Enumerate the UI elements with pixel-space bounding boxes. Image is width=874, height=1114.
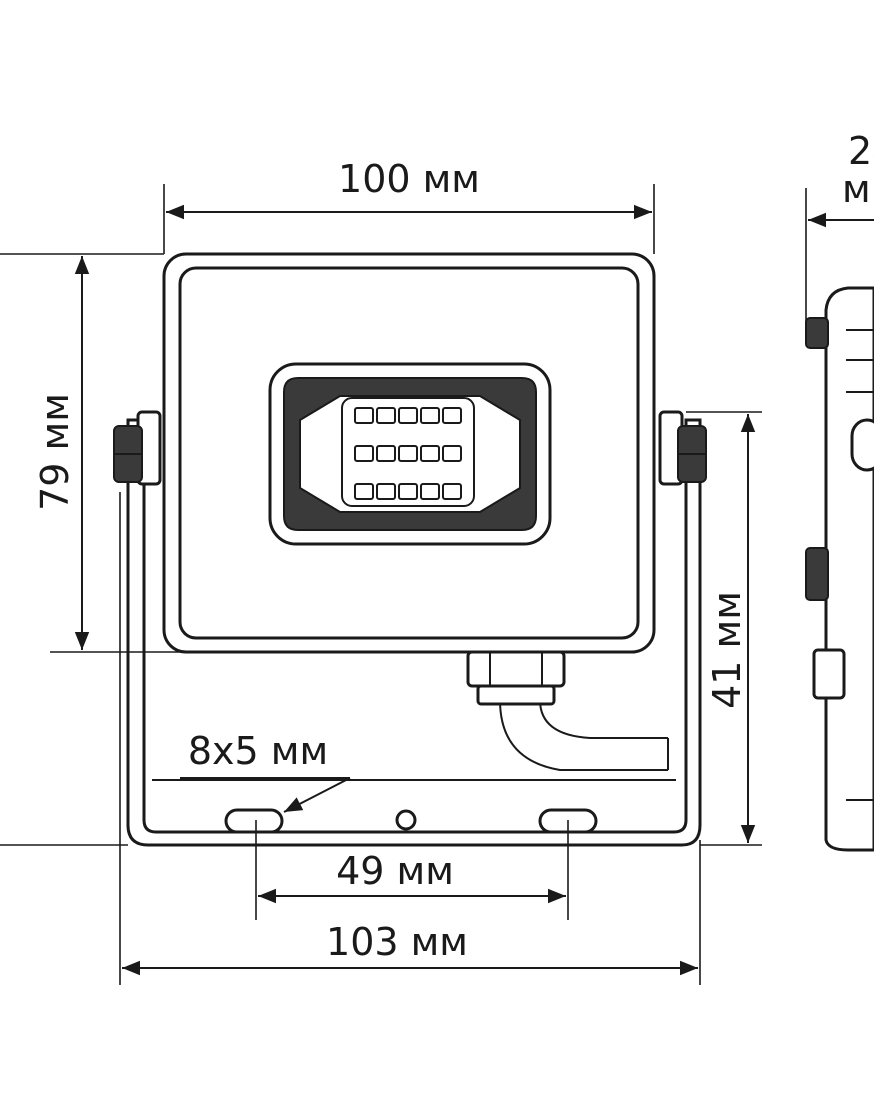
led-chip — [442, 445, 462, 462]
side-bolt-left — [113, 410, 162, 486]
dim-bracket-height: 41 мм — [686, 411, 762, 846]
center-hole — [395, 809, 417, 831]
dim-height-left-label: 79 мм — [33, 393, 77, 511]
mounting-slot-left — [224, 808, 284, 834]
led-chip — [354, 483, 374, 500]
led-chip — [376, 445, 396, 462]
dim-width-top-label: 100 мм — [338, 157, 480, 201]
led-chip — [420, 445, 440, 462]
led-chip — [376, 407, 396, 424]
power-cable — [499, 699, 668, 771]
front-view — [113, 252, 707, 847]
dim-slot-size: 8x5 мм — [180, 729, 351, 813]
side-bolt-right — [658, 410, 707, 486]
dim-bracket-height-label: 41 мм — [705, 591, 749, 709]
dim-depth-side-unit: мм — [842, 167, 874, 211]
dim-height-left: 79 мм — [0, 253, 264, 653]
led-chip-grid — [354, 407, 462, 500]
led-chip — [398, 445, 418, 462]
led-chip — [442, 407, 462, 424]
led-chip — [420, 483, 440, 500]
cable-gland-nut — [466, 650, 566, 688]
dim-overall-width-label: 103 мм — [326, 920, 468, 964]
led-chip — [376, 483, 396, 500]
side-hinge-top — [805, 317, 829, 349]
mounting-bracket — [126, 418, 702, 847]
led-chip — [398, 407, 418, 424]
led-chip — [354, 407, 374, 424]
side-view — [805, 286, 874, 852]
led-chip — [420, 407, 440, 424]
dim-slot-spacing: 49 мм — [255, 820, 569, 920]
dim-width-top: 100 мм — [163, 157, 655, 254]
side-cable-gland — [812, 648, 846, 700]
dim-slot-size-label: 8x5 мм — [188, 729, 328, 773]
side-knob — [850, 418, 874, 472]
cable-gland-body — [476, 684, 556, 706]
dim-slot-spacing-label: 49 мм — [336, 849, 454, 893]
dim-overall-width: 103 мм — [0, 492, 701, 985]
led-chip — [442, 483, 462, 500]
dim-depth-side-number: 24 — [848, 129, 874, 173]
side-housing — [824, 286, 874, 852]
dim-depth-side: 24 мм — [805, 129, 874, 332]
side-hinge-bottom — [805, 547, 829, 601]
led-chip — [398, 483, 418, 500]
led-chip — [354, 445, 374, 462]
